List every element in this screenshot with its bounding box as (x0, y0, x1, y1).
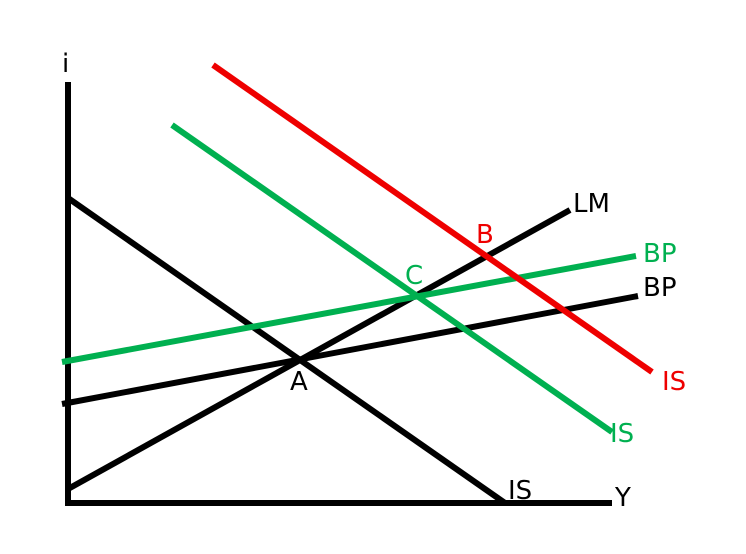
point-a-label: A (290, 367, 308, 397)
point-b-label: B (476, 220, 494, 250)
y-axis-label: i (62, 49, 69, 79)
x-axis-label: Y (614, 483, 631, 513)
is-curve-shifted (170, 122, 614, 435)
is-curve-original-label: IS (508, 476, 532, 506)
is-curve-shifted-label: IS (610, 419, 634, 449)
bp-curve-original-label: BP (643, 273, 677, 303)
point-c-label: C (405, 261, 423, 291)
lm-curve-label: LM (573, 189, 610, 219)
is-curve-final (211, 62, 654, 375)
is-curve-original (66, 195, 507, 506)
is-curve-final-label: IS (662, 367, 686, 397)
bp-curve-original (61, 293, 639, 407)
bp-curve-shifted-label: BP (643, 239, 677, 269)
bp-curve-shifted (61, 253, 637, 365)
